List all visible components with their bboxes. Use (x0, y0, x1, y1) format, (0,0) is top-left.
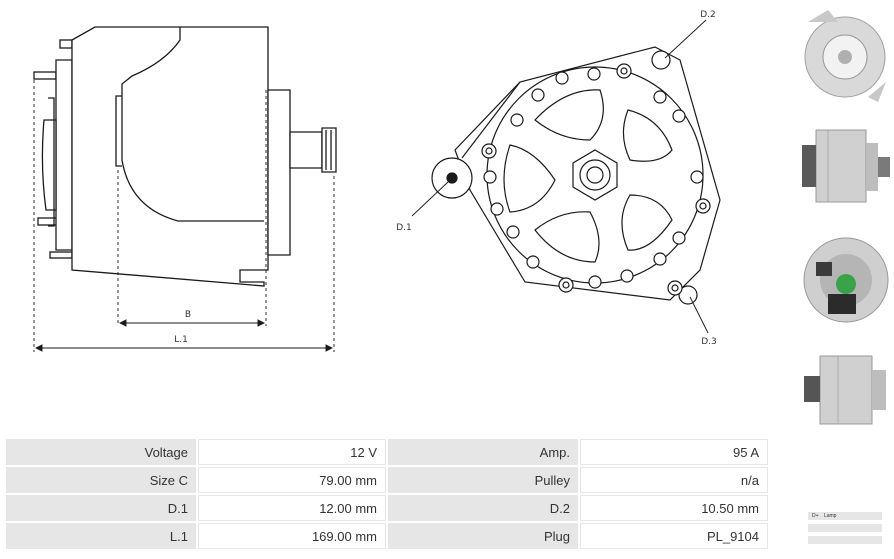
spec-label: Voltage (6, 439, 196, 465)
alternator-side-thumbnail[interactable] (798, 115, 892, 215)
spec-value: 169.00 mm (198, 523, 386, 549)
alternator-front-thumbnail[interactable] (798, 2, 892, 108)
spec-label: Pulley (388, 467, 578, 493)
table-row: Size C 79.00 mm Pulley n/a (6, 467, 768, 493)
plug-pin-row-empty (808, 524, 882, 532)
spec-value: 79.00 mm (198, 467, 386, 493)
spec-label: Size C (6, 467, 196, 493)
table-row: Voltage 12 V Amp. 95 A (6, 439, 768, 465)
plug-pin-row: D+ Lamp (808, 512, 882, 520)
plug-pin-label: D+ (812, 513, 819, 519)
spec-label: Plug (388, 523, 578, 549)
spec-label: D.1 (6, 495, 196, 521)
dimension-d2-label: D.2 (700, 10, 716, 20)
alternator-rear-thumbnail[interactable] (798, 222, 892, 334)
spec-value: 95 A (580, 439, 768, 465)
alternator-side-thumbnail-2[interactable] (798, 342, 892, 438)
spec-value: 12.00 mm (198, 495, 386, 521)
plug-pin-row-empty (808, 536, 882, 544)
leader-lines (411, 19, 709, 334)
spec-value: 10.50 mm (580, 495, 768, 521)
spec-label: L.1 (6, 523, 196, 549)
table-row: D.1 12.00 mm D.2 10.50 mm (6, 495, 768, 521)
alternator-side-drawing (33, 26, 337, 287)
alternator-front-drawing (431, 46, 721, 305)
plug-pin-function: Lamp (823, 513, 837, 519)
spec-value: 12 V (198, 439, 386, 465)
spec-label: Amp. (388, 439, 578, 465)
plug-pinout: D+ Lamp (808, 512, 882, 548)
dimension-lines (33, 80, 335, 352)
dimension-d1-label: D.1 (396, 223, 412, 233)
technical-drawing: B L.1 (33, 10, 721, 352)
dimension-b-label: B (185, 310, 191, 320)
dimension-l1-label: L.1 (174, 335, 188, 345)
dimension-d3-label: D.3 (701, 337, 717, 347)
table-row: L.1 169.00 mm Plug PL_9104 (6, 523, 768, 549)
spec-value: PL_9104 (580, 523, 768, 549)
spec-value: n/a (580, 467, 768, 493)
spec-label: D.2 (388, 495, 578, 521)
spec-table: Voltage 12 V Amp. 95 A Size C 79.00 mm P… (4, 437, 770, 551)
